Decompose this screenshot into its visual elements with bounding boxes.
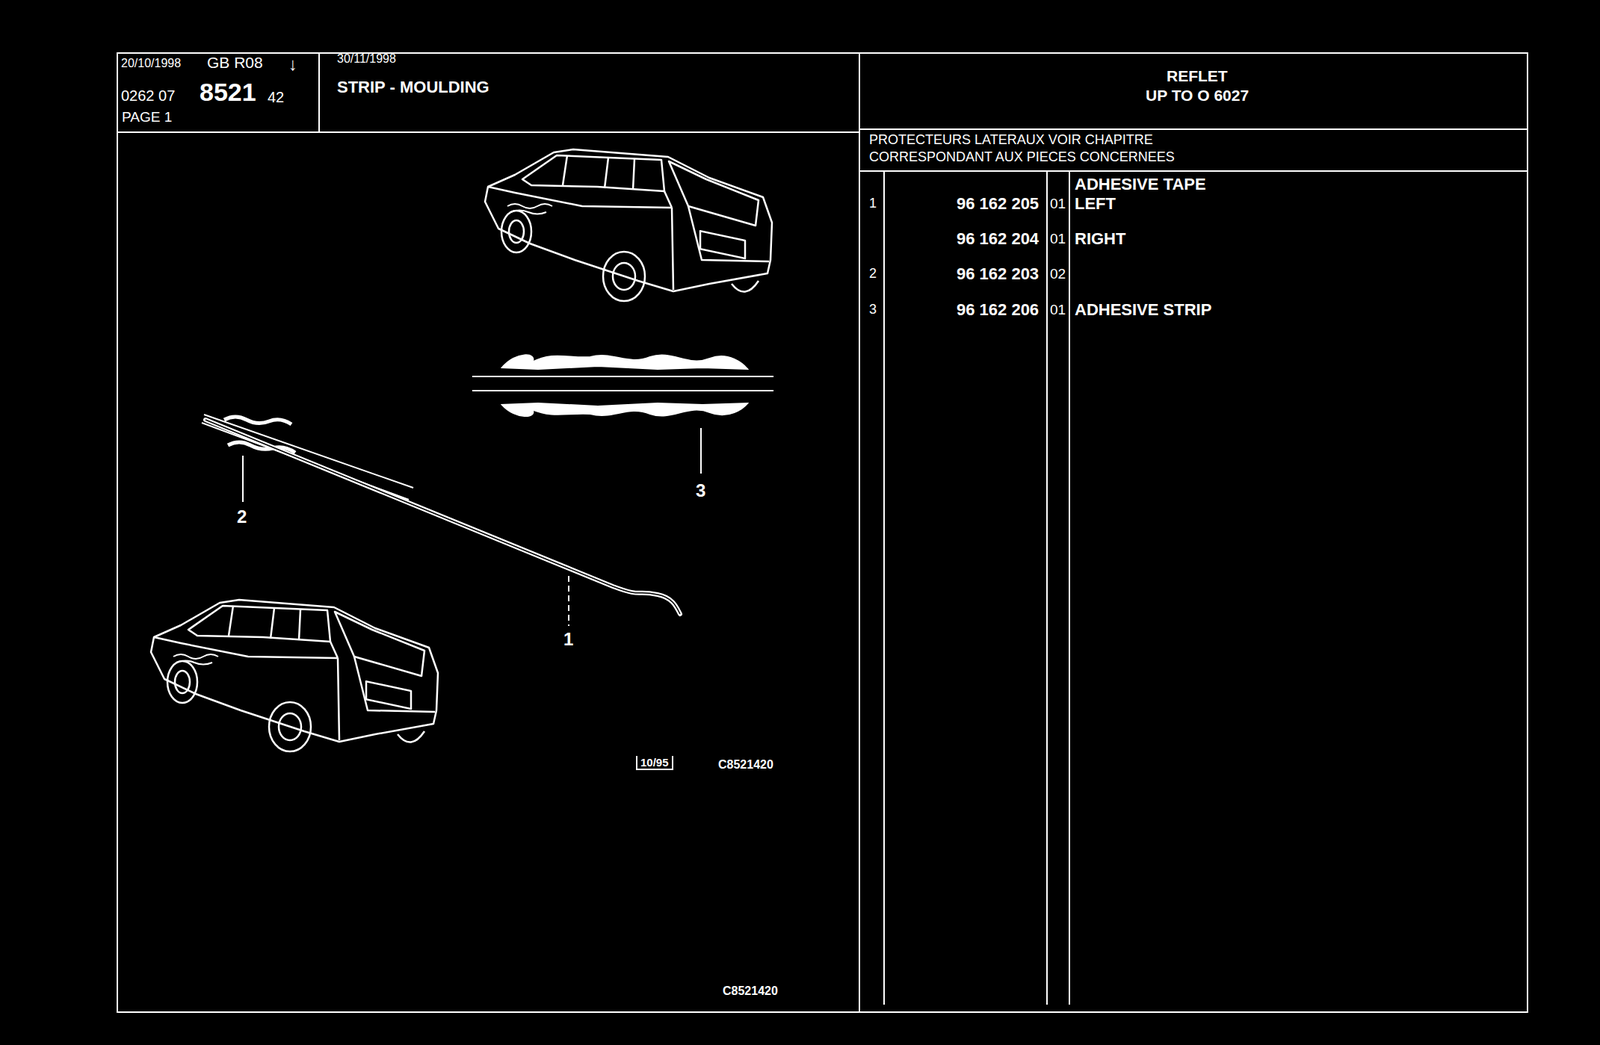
callout-number: 1 [563, 629, 574, 651]
part-name: ADHESIVE TAPE [1074, 174, 1207, 194]
part-name: ADHESIVE STRIP [1074, 300, 1212, 320]
quantity: 01 [1049, 230, 1066, 248]
date-code: 10/95 [635, 756, 674, 771]
callout-number: 3 [695, 480, 706, 502]
note: PROTECTEURS LATERAUX VOIR CHAPITRE CORRE… [869, 131, 1258, 166]
figure-code: C8521420 [718, 758, 774, 772]
model-name: REFLET [1166, 67, 1228, 86]
part-number: 96 162 205 [956, 194, 1039, 213]
part-number: 96 162 204 [956, 229, 1039, 249]
page-title: STRIP - MOULDING [337, 77, 490, 97]
arrow-symbol: ↓ [288, 53, 298, 75]
part-name: LEFT [1074, 194, 1116, 213]
group-code: 0262 07 [121, 87, 175, 105]
figure-code: C8521420 [722, 984, 778, 999]
validity: UP TO O 6027 [1145, 86, 1249, 105]
item-number: 1 [869, 195, 877, 212]
part-name: RIGHT [1074, 229, 1126, 249]
part-number: 96 162 203 [956, 264, 1039, 284]
callout-number: 2 [236, 506, 247, 528]
quantity: 01 [1049, 195, 1066, 213]
part-number: 96 162 206 [956, 300, 1039, 320]
date: 20/10/1998 [121, 56, 181, 71]
plate-suffix: 42 [267, 88, 284, 107]
item-number: 3 [869, 301, 877, 318]
item-number: 2 [869, 266, 877, 282]
plate-number: 8521 [199, 77, 257, 107]
market-code: GB R08 [207, 53, 264, 72]
date: 30/11/1998 [337, 52, 397, 66]
quantity: 02 [1049, 266, 1066, 283]
quantity: 01 [1049, 301, 1066, 319]
page-number: PAGE 1 [121, 109, 172, 126]
